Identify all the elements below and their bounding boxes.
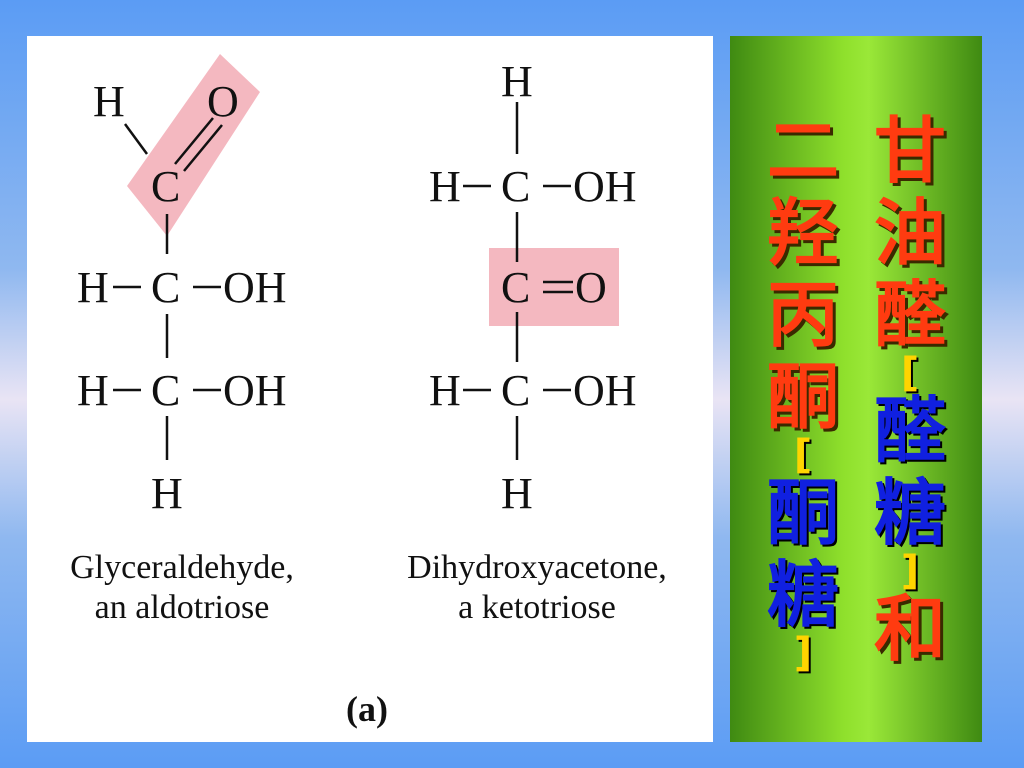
atom-dha-o-carbonyl: O xyxy=(575,263,607,312)
atom-h-top: H xyxy=(93,77,125,126)
dihydroxyacetone-name: Dihydroxyacetone, xyxy=(407,549,667,586)
glyceraldehyde-bonds xyxy=(113,117,223,460)
atom-dha-h-top: H xyxy=(501,57,533,106)
atom-dha-h-bottom: H xyxy=(501,469,533,518)
atom-h2: H xyxy=(77,263,109,312)
atom-h3: H xyxy=(77,366,109,415)
glyceraldehyde-caption: Glyceraldehyde, an aldotriose xyxy=(27,548,337,628)
char-you: 油 xyxy=(873,191,946,275)
glyceraldehyde-name: Glyceraldehyde, xyxy=(70,549,294,586)
label-column-dihydroxyacetone: 二 羟 丙 酮 [ 酮 糖 ] xyxy=(758,109,848,676)
aldehyde-highlight xyxy=(127,54,260,236)
atom-dha-oh3: OH xyxy=(573,366,637,415)
char-bing: 丙 xyxy=(766,273,839,357)
char-gan: 甘 xyxy=(873,109,946,193)
char-quan: 醛 xyxy=(873,273,946,357)
char-tong: 酮 xyxy=(766,355,839,439)
dihydroxyacetone-caption: Dihydroxyacetone, a ketotriose xyxy=(362,548,712,628)
label-column-glyceraldehyde: 甘 油 醛 [ 醛 糖 ] 和 xyxy=(865,110,955,670)
structure-diagram: H O C H C OH H C OH H H H C OH C O H C xyxy=(77,54,637,518)
bracket-open-2: [ xyxy=(793,432,813,478)
atom-dha-c1: C xyxy=(501,162,530,211)
structures-panel: H O C H C OH H C OH H H H C OH C O H C xyxy=(27,36,713,742)
atom-c1: C xyxy=(151,162,180,211)
atom-c3: C xyxy=(151,366,180,415)
atom-c2: C xyxy=(151,263,180,312)
char-tong-ketose: 酮 xyxy=(766,471,839,555)
bracket-close-2: ] xyxy=(793,630,813,676)
figure-label: (a) xyxy=(346,689,388,729)
atom-o-carbonyl: O xyxy=(207,77,239,126)
atom-dha-oh1: OH xyxy=(573,162,637,211)
atom-dha-c3: C xyxy=(501,366,530,415)
char-quan-aldose: 醛 xyxy=(873,389,946,473)
char-er: 二 xyxy=(766,109,839,193)
char-tang-ketose: 糖 xyxy=(766,553,839,637)
dihydroxyacetone-class: a ketotriose xyxy=(458,589,616,626)
char-he: 和 xyxy=(873,587,946,671)
atom-h-bottom: H xyxy=(151,469,183,518)
char-tang-aldose: 糖 xyxy=(873,471,946,555)
atom-dha-h1: H xyxy=(429,162,461,211)
chinese-label-panel: 甘 油 醛 [ 醛 糖 ] 和 二 羟 丙 酮 [ 酮 糖 ] xyxy=(730,36,982,742)
atom-oh3: OH xyxy=(223,366,287,415)
bracket-close: ] xyxy=(900,548,920,594)
atom-dha-h3: H xyxy=(429,366,461,415)
atom-oh2: OH xyxy=(223,263,287,312)
bracket-open: [ xyxy=(900,350,920,396)
char-qiang: 羟 xyxy=(766,191,839,275)
glyceraldehyde-class: an aldotriose xyxy=(94,589,270,626)
dihydroxyacetone-bonds xyxy=(463,102,573,460)
atom-dha-c2: C xyxy=(501,263,530,312)
ketone-highlight xyxy=(489,248,619,326)
